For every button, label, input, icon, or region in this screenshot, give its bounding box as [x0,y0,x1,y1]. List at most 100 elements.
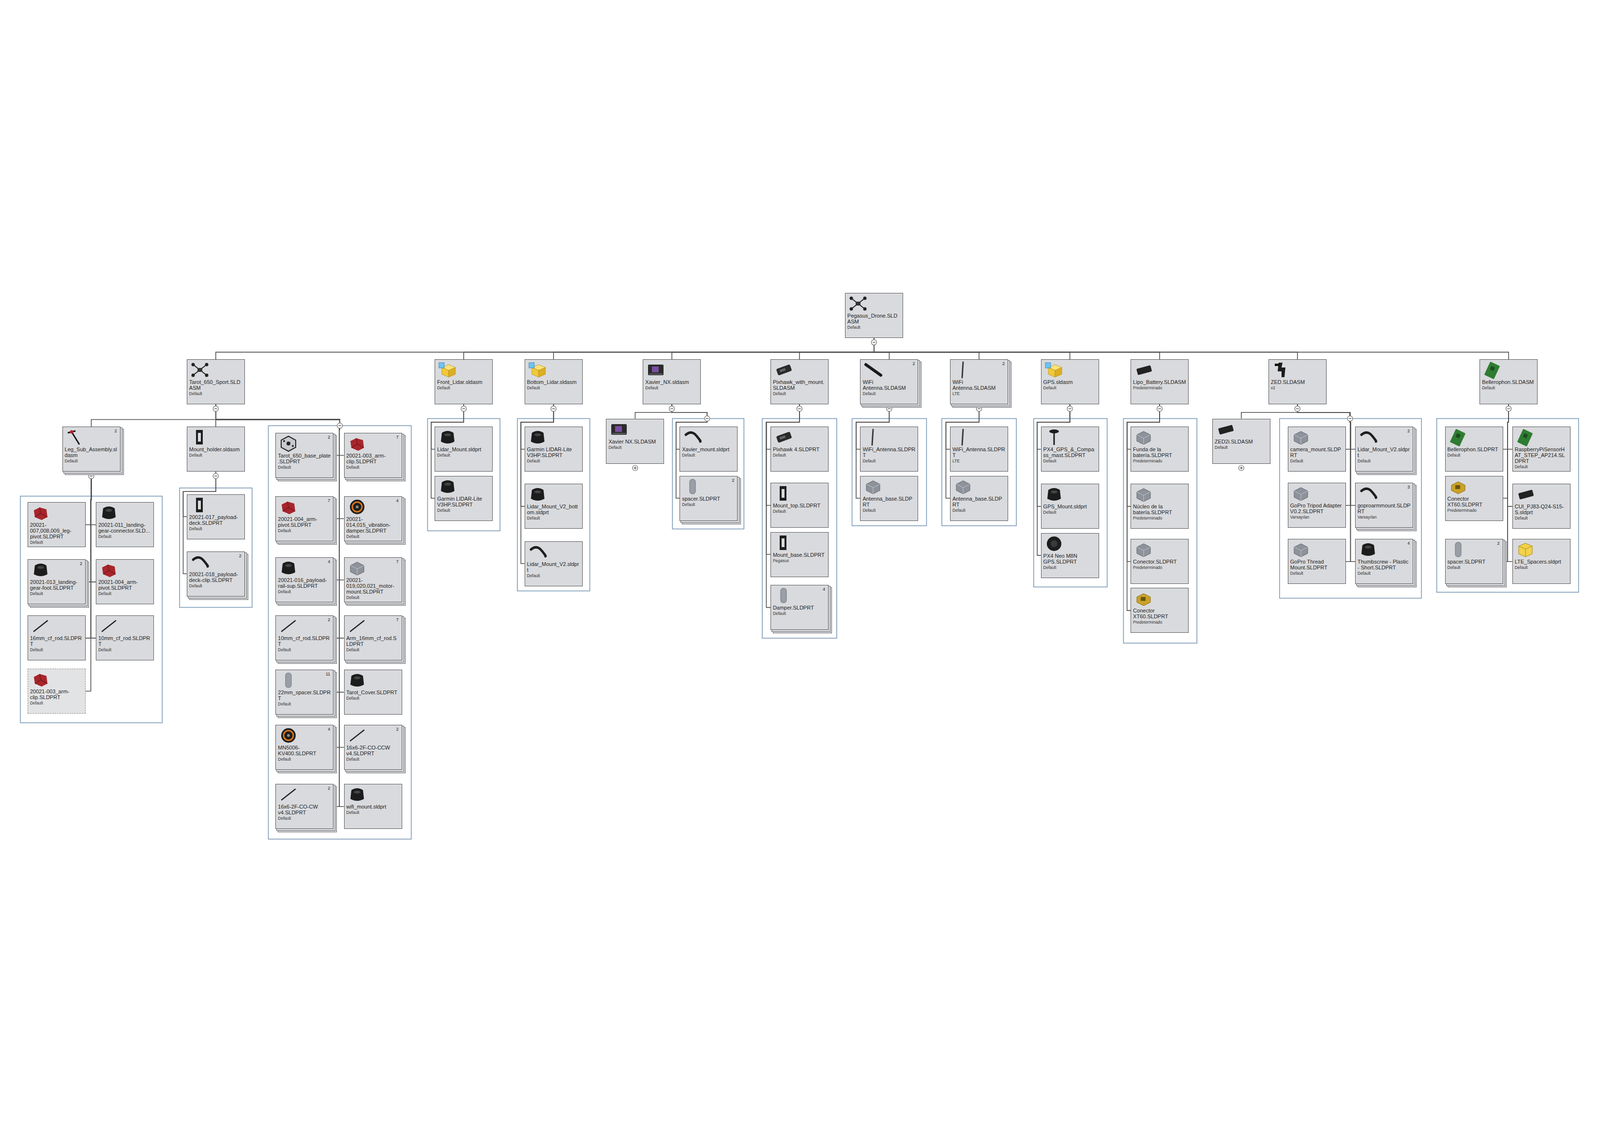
component-icon [681,427,704,447]
text-block: WiFi_Antenna.SLDPRTLTE [952,446,1006,464]
component-icon [346,497,368,516]
component-icon [64,427,87,447]
component-box: Conector.SLDPRTPredeterminado [1130,538,1189,584]
text-block: Lidar_Mount_V2.sldprtDefault [1357,446,1411,464]
configuration-name: Default [346,695,400,701]
part-name: 22mm_spacer.SLDPRT [277,689,332,701]
part-name: spacer.SLDPRT [1447,558,1501,565]
part-name: Funda de la batería.SLDPRT [1132,446,1187,458]
tree-connector [671,337,875,360]
component-icon [277,725,300,745]
icon-shape [204,373,209,378]
knob-circle [88,473,94,479]
icon-shape [530,487,545,501]
expand-knob [669,406,675,412]
icon-shape [193,364,207,376]
component-box: WiFi Antenna.SLDASMLTE2 [950,359,1009,405]
icon-shape [448,367,456,378]
component-icon [30,503,52,522]
part-name: 20021-004_arm-pivot.SLDPRT [277,515,332,528]
component-box: Conector XT60.SLDPRTPredeterminado [1130,587,1189,633]
component-icon [772,586,795,605]
knob-minus [887,408,891,409]
part-name: PX4 Neo M8N GPS.SLDPRT [1043,552,1097,565]
knob-minus [1348,418,1352,419]
text-block: ZED.SLDASMv2 [1270,378,1325,391]
instance-count: 2 [327,785,331,791]
expand-knob [1506,406,1512,412]
knob-circle [1506,406,1512,412]
icon-shape [438,362,445,368]
text-block: 16x6-2F-CO-CW v4.SLDPRTDefault [277,803,332,821]
knob-minus [1158,408,1162,409]
icon-shape [281,436,296,452]
configuration-name: Predeterminado [1132,458,1187,464]
text-block: Pixhawk_with_mount.SLDASMDefault [772,378,827,396]
component-icon [1043,484,1065,504]
configuration-name: Default [277,588,332,594]
icon-shape [281,788,296,800]
icon-shape [350,787,364,801]
text-block: 20021-003_arm-clip.SLDPRTDefault [346,452,400,470]
component-icon [1132,484,1155,504]
icon-shape [1294,543,1308,557]
icon-shape [534,433,542,437]
configuration-name: Default [1447,564,1501,570]
icon-shape [866,480,880,494]
text-block: wifi_mount.sldprtDefault [346,803,400,815]
icon-shape [1484,361,1501,379]
component-box: Mount_top.SLDPRTDefault [770,482,829,528]
component-box: Bellerophon.SLDASMDefault [1479,359,1538,405]
knob-circle [461,406,467,412]
text-block: spacer.SLDPRTDefault [1447,558,1501,570]
component-box: GPS_Mount.sldprtDefault [1041,483,1100,529]
knob-minus [872,341,876,343]
part-name: 20021-013_landing-gear-foot.SLDPRT [30,578,84,591]
instance-count: 4 [822,586,826,592]
group-frame [672,418,744,529]
component-icon [277,497,300,516]
component-icon [1132,427,1155,447]
configuration-name: Default [1290,458,1344,464]
icon-shape [196,429,203,445]
part-name: Mount_holder.sldasm [189,446,243,453]
component-box: Antenna_base.SLDPRTDefault [950,475,1009,521]
part-name: wifi_mount.sldprt [346,803,400,810]
text-block: ZED2i.SLDASMDefault [1214,438,1268,450]
component-box: 20021-014,015_vibration-damper.SLDPRTDef… [344,496,403,542]
component-icon [772,533,795,552]
icon-shape [440,480,455,493]
icon-shape [286,733,290,737]
icon-shape [102,564,116,577]
part-name: 20021-016_payload-rail-sup.SLDPRT [277,576,332,589]
text-block: Xavier NX.SLDASMDefault [608,438,662,450]
icon-shape [855,301,861,306]
text-block: PX4 Neo M8N GPS.SLDPRTDefault [1043,552,1097,570]
component-box: 20021-013_landing-gear-foot.SLDPRTDefaul… [27,558,86,604]
configuration-name: Default [346,756,400,762]
component-box: Front_Lidar.sldasmDefault [434,359,493,405]
component-icon [1043,534,1065,553]
part-name: spacer.SLDPRT [681,495,736,502]
component-box: 20021-019,020,021_motor-mount.SLDPRTDefa… [344,557,403,603]
text-block: goproarmmount.SLDPRTVarsayılan [1357,502,1411,520]
component-box: Garmin LIDAR-Lite V3HP.SLDPRTDefault [434,475,493,521]
component-icon [30,669,52,689]
configuration-name: Default [772,452,827,458]
configuration-name: Default [30,590,84,596]
icon-shape [197,367,203,372]
configuration-name: Default [30,647,84,652]
knob-minus [798,408,801,409]
component-box: 22mm_spacer.SLDPRTDefault11 [275,669,334,715]
configuration-name: Default [608,444,662,450]
configuration-name: LTE [952,391,1006,396]
icon-shape [281,501,296,514]
icon-shape [851,298,865,309]
text-block: Tarot_650_base_plate.SLDPRTDefault [277,452,332,470]
component-icon [346,784,368,804]
icon-shape [1047,487,1061,501]
icon-shape [71,431,80,445]
configuration-name: Default [1357,570,1411,576]
component-icon [346,670,368,690]
component-icon [1514,427,1537,447]
